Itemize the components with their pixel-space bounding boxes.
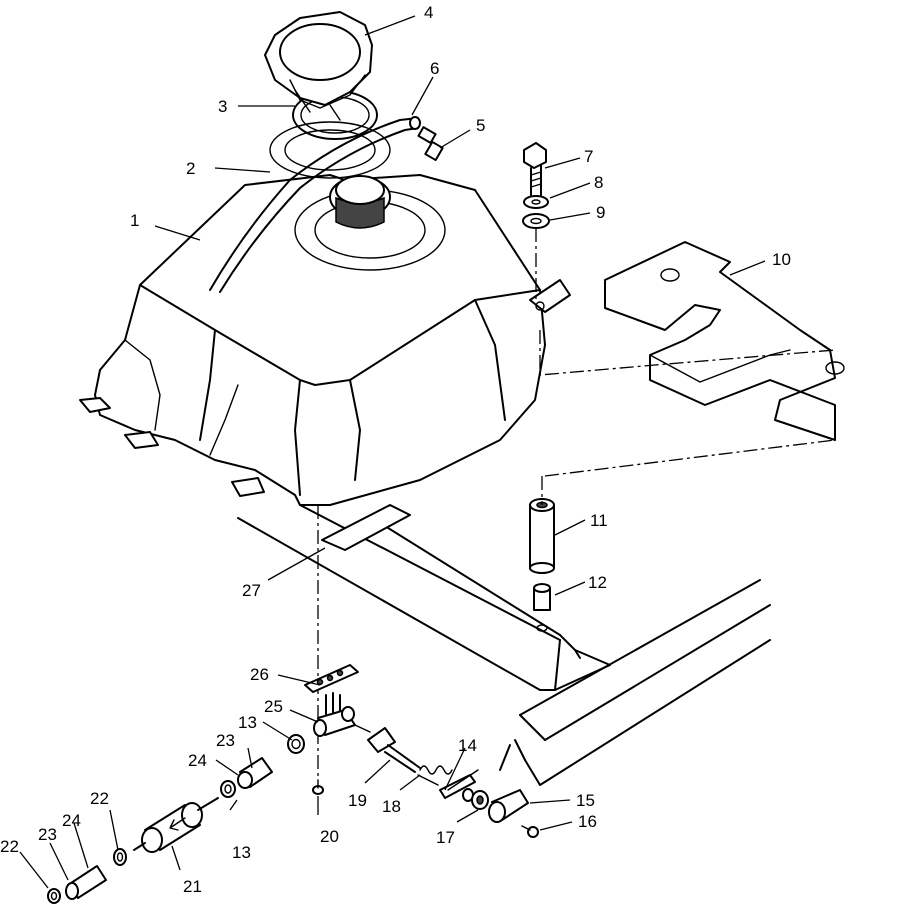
callout-23-lower: 23 [38, 825, 57, 844]
callout-13-upper: 13 [238, 713, 257, 732]
callout-22-upper: 22 [90, 789, 109, 808]
bolt [523, 142, 547, 196]
callout-12: 12 [588, 573, 607, 592]
gasket-ring [269, 121, 391, 179]
callout-5: 5 [476, 116, 485, 135]
tank-pad [321, 504, 411, 551]
washer [462, 788, 489, 810]
callout-labels: 1 2 3 4 5 6 7 8 9 10 11 12 13 13 14 15 1… [0, 3, 791, 896]
callout-23-upper: 23 [216, 731, 235, 750]
callout-leaders [19, 15, 766, 889]
callout-24-lower: 24 [62, 811, 81, 830]
spacer [529, 498, 555, 574]
petcock-plate [304, 664, 359, 693]
callout-3: 3 [218, 97, 227, 116]
fuel-tank [79, 174, 571, 506]
callout-10: 10 [772, 250, 791, 269]
callout-15: 15 [576, 791, 595, 810]
callout-16: 16 [578, 812, 597, 831]
petcock-shaft [367, 727, 421, 773]
fuel-hose-upper [237, 757, 273, 789]
callout-25: 25 [264, 697, 283, 716]
petcock-screw [312, 779, 324, 795]
lock-washer [523, 195, 549, 209]
fuel-cap [264, 11, 373, 121]
lever-screw [521, 825, 539, 838]
hose-clamp-upper [287, 734, 305, 754]
petcock-lever [488, 789, 529, 823]
callout-9: 9 [596, 203, 605, 222]
fuel-filter [133, 797, 219, 853]
callout-8: 8 [594, 173, 603, 192]
flat-washer [522, 213, 550, 229]
detent-plate [439, 769, 479, 799]
callout-13-lower: 13 [232, 843, 251, 862]
bushing [533, 583, 551, 632]
vent-valve [417, 126, 444, 162]
callout-11: 11 [590, 511, 608, 530]
spring [417, 765, 453, 786]
fuel-hose-lower [65, 865, 107, 900]
fuel-petcock [313, 692, 371, 737]
hose-clamp-lower-right [113, 848, 127, 866]
tank-filler-neck [329, 175, 391, 229]
callout-19: 19 [348, 791, 367, 810]
bracket-align-line-upper [539, 330, 836, 376]
callout-17: 17 [436, 828, 455, 847]
callout-22-lower: 22 [0, 837, 19, 856]
callout-18: 18 [382, 797, 401, 816]
callout-1: 1 [130, 211, 139, 230]
hose-clamp-lower-left [47, 888, 61, 904]
callout-4: 4 [424, 3, 433, 22]
callout-26: 26 [250, 665, 269, 684]
callout-21: 21 [183, 877, 202, 896]
callout-20: 20 [320, 827, 339, 846]
hose-clamp-middle [220, 780, 236, 798]
bracket-align-line-lower [544, 439, 836, 477]
callout-24-upper: 24 [188, 751, 207, 770]
callout-14: 14 [458, 736, 477, 755]
callout-7: 7 [584, 147, 593, 166]
mounting-bracket [604, 241, 845, 441]
callout-6: 6 [430, 59, 439, 78]
frame-rails [237, 504, 771, 786]
callout-27: 27 [242, 581, 261, 600]
callout-2: 2 [186, 159, 195, 178]
